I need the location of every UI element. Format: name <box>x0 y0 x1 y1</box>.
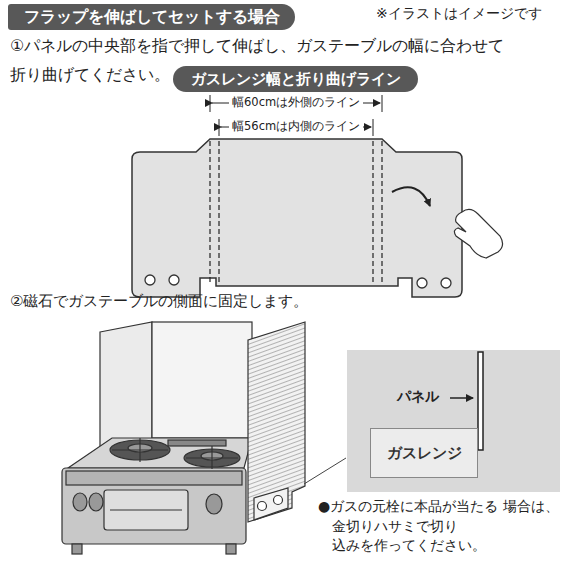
dimension-lines <box>210 95 382 136</box>
node-text: パネル <box>397 388 439 406</box>
note-image: ※イラストはイメージです <box>376 4 542 22</box>
inset-ground <box>347 350 560 492</box>
fold-lines <box>210 141 382 284</box>
panel-section <box>478 352 483 450</box>
stove-illustration <box>62 322 305 554</box>
step-two: ②磁石でガステーブルの側面に固定します。 <box>10 292 308 312</box>
dimension-inner: 幅56cmは内側のライン <box>229 119 363 133</box>
step-one: ①パネルの中央部を指で押して伸ばし、ガステーブルの幅に合わせて 折り曲げてくださ… <box>10 31 558 89</box>
magnet-holes <box>145 275 451 288</box>
node-text: フラップを伸ばしてセットする場合 <box>24 7 280 28</box>
caution-note: ●ガスの元栓に本品が当たる 場合は、金切りハサミで切り 込みを作ってください。 <box>318 497 566 556</box>
range-box: ガスレンジ <box>370 428 478 478</box>
hand <box>454 209 502 258</box>
panel-flat <box>132 139 462 297</box>
dimension-outer: 幅60cmは外側のライン <box>229 95 363 109</box>
leader-line <box>304 458 346 484</box>
fold-arrow <box>392 187 430 206</box>
node-text: ガスレンジ <box>387 444 462 463</box>
panel-pointer <box>450 397 473 399</box>
section-band: ガスレンジ幅と折り曲げライン <box>173 66 418 92</box>
header-bar: フラップを伸ばしてセットする場合 <box>8 4 295 30</box>
node-text: ガスレンジ幅と折り曲げライン <box>191 70 401 89</box>
inset-box: パネルガスレンジ <box>347 350 560 492</box>
